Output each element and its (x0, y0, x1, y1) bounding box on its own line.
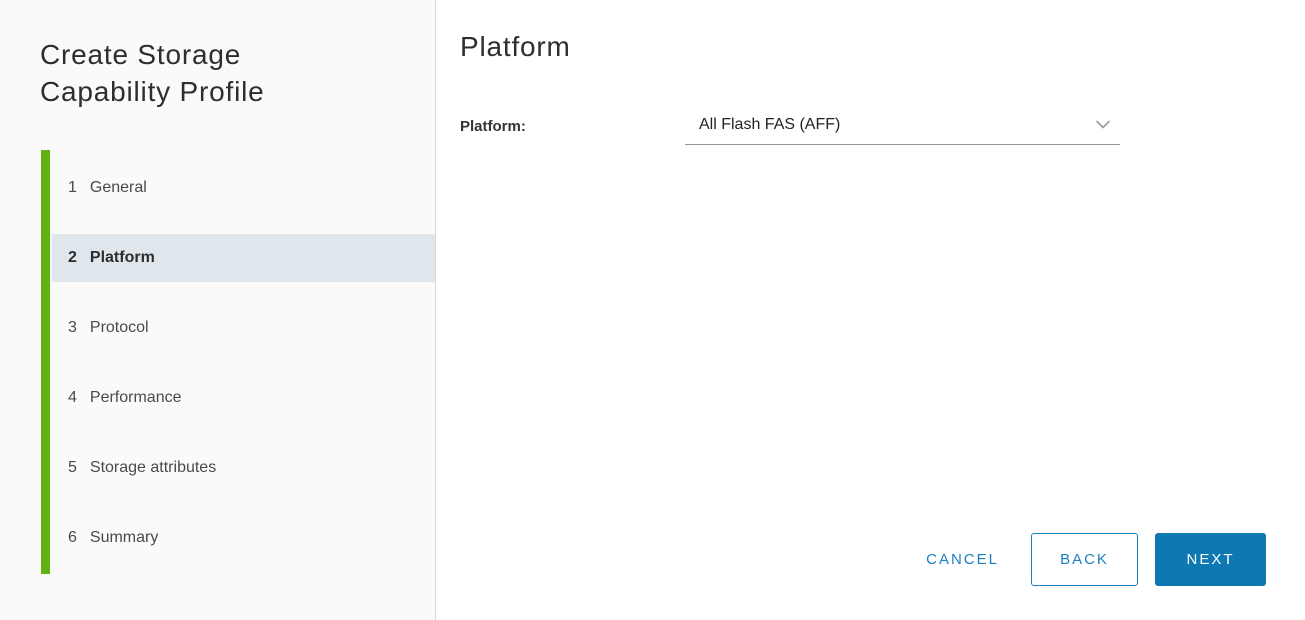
wizard-title-line1: Create Storage (40, 39, 242, 70)
chevron-down-icon (1096, 116, 1110, 134)
wizard-title-line2: Capability Profile (40, 76, 265, 107)
wizard-content-panel: Platform Platform: All Flash FAS (AFF) C… (436, 0, 1305, 620)
step-label: Summary (89, 529, 159, 546)
step-performance[interactable]: 4 Performance (52, 374, 435, 422)
step-number: 5 (68, 459, 77, 476)
step-protocol[interactable]: 3 Protocol (52, 304, 435, 352)
step-label: Storage attributes (89, 459, 217, 476)
progress-rail (41, 150, 50, 574)
step-number: 1 (68, 179, 77, 196)
step-storage-attributes[interactable]: 5 Storage attributes (52, 444, 435, 492)
cancel-button[interactable]: CANCEL (924, 545, 1001, 574)
wizard-steps: 1 General 2 Platform 3 Protocol 4 Perfor… (41, 150, 435, 574)
back-button[interactable]: BACK (1031, 533, 1138, 586)
step-label: Protocol (89, 319, 149, 336)
step-number: 6 (68, 529, 77, 546)
next-button[interactable]: NEXT (1155, 533, 1266, 586)
step-number: 4 (68, 389, 77, 406)
platform-field-label: Platform: (460, 118, 526, 135)
wizard-footer-buttons: CANCEL BACK NEXT (924, 533, 1266, 586)
step-platform[interactable]: 2 Platform (52, 234, 435, 282)
wizard-title: Create Storage Capability Profile (40, 36, 435, 110)
step-label: Platform (89, 249, 155, 266)
step-general[interactable]: 1 General (52, 164, 435, 212)
wizard-sidebar: Create Storage Capability Profile 1 Gene… (0, 0, 436, 620)
step-label: Performance (89, 389, 182, 406)
page-title: Platform (460, 31, 571, 62)
step-label: General (89, 179, 147, 196)
step-summary[interactable]: 6 Summary (52, 514, 435, 562)
platform-select[interactable]: All Flash FAS (AFF) (685, 116, 1120, 145)
step-number: 2 (68, 249, 77, 266)
platform-form-row: Platform: All Flash FAS (AFF) (460, 116, 1305, 145)
step-number: 3 (68, 319, 77, 336)
platform-select-value: All Flash FAS (AFF) (699, 116, 841, 133)
